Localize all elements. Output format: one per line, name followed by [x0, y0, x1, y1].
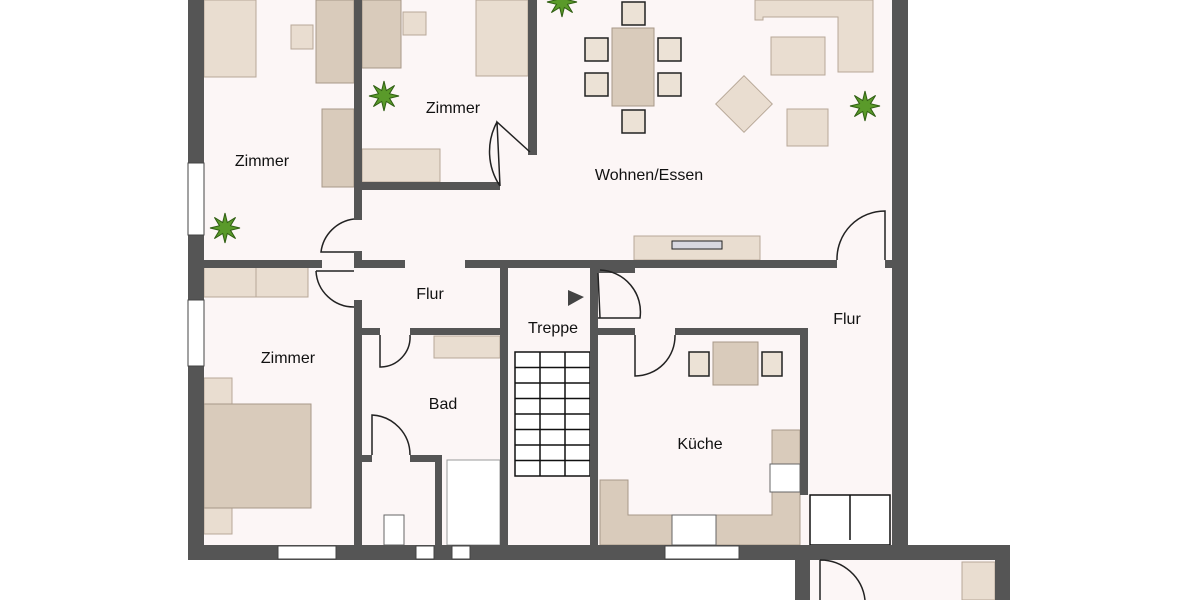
chair [290, 24, 314, 50]
doors [315, 120, 886, 600]
stair-direction-arrow [568, 290, 584, 306]
room-label-treppe: Treppe [528, 320, 578, 337]
coffee-table [770, 36, 826, 76]
door-entrance[interactable] [819, 559, 866, 600]
desk [361, 0, 402, 69]
furniture-wohnen-essen [584, 0, 874, 261]
furniture-zimmer-bottom-left [203, 377, 312, 535]
double-bed [203, 403, 312, 509]
plant-icon [368, 80, 400, 112]
staircase [514, 290, 891, 546]
corner-sofa [754, 0, 874, 73]
door-zimmer-bottom-left[interactable] [315, 270, 355, 308]
kitchen-sink [671, 514, 717, 546]
shower [446, 459, 501, 546]
bed [475, 0, 529, 77]
furniture-kueche [599, 341, 996, 600]
desk [315, 0, 355, 84]
dining-chair [621, 109, 646, 134]
window [187, 299, 205, 367]
furniture-zimmer-top-left [203, 0, 355, 298]
dining-chair [584, 72, 609, 97]
bed [203, 0, 257, 78]
room-label-bad: Bad [429, 396, 457, 413]
window [664, 545, 740, 560]
dining-chair [584, 37, 609, 62]
annex-cabinet [961, 561, 996, 600]
room-label-kueche: Küche [677, 436, 722, 453]
room-label-flur-left: Flur [416, 286, 444, 303]
room-label-wohnen-essen: Wohnen/Essen [595, 167, 703, 184]
shelf [255, 265, 309, 298]
plant-icon [209, 212, 241, 244]
kitchen-chair [761, 351, 783, 377]
window [187, 162, 205, 236]
shelf [203, 265, 257, 298]
dining-chair [657, 37, 682, 62]
door-flur-right[interactable] [836, 210, 886, 261]
windows [187, 162, 740, 560]
tv [671, 240, 723, 250]
cabinet [321, 108, 355, 188]
room-label-zimmer-bottom-left: Zimmer [261, 350, 316, 367]
dining-table [611, 27, 655, 107]
plant-icon [546, 0, 578, 18]
room-label-zimmer-top-middle: Zimmer [426, 100, 481, 117]
window [277, 545, 337, 560]
cabinet [361, 148, 441, 183]
stove [769, 463, 801, 493]
dining-chair [621, 1, 646, 26]
furniture-bad [383, 335, 501, 546]
door-kueche[interactable] [634, 334, 676, 377]
door-bad[interactable] [379, 334, 411, 368]
chair [402, 11, 427, 36]
room-label-flur-right: Flur [833, 311, 861, 328]
dining-chair [657, 72, 682, 97]
door-zimmer-top-middle[interactable] [488, 120, 531, 187]
furniture-zimmer-top-middle [361, 0, 529, 183]
toilet [383, 514, 405, 546]
double-sink [433, 335, 501, 359]
room-label-zimmer-top-left: Zimmer [235, 153, 290, 170]
plants [209, 0, 881, 244]
door-zimmer-top-left[interactable] [320, 218, 355, 253]
plant-icon [849, 90, 881, 122]
kitchen-chair [688, 351, 710, 377]
door-treppe[interactable] [597, 269, 642, 319]
door-wc[interactable] [371, 414, 411, 456]
armchair [786, 108, 829, 147]
window [415, 545, 435, 560]
kitchen-table [712, 341, 759, 386]
armchair [715, 75, 773, 133]
window [451, 545, 471, 560]
